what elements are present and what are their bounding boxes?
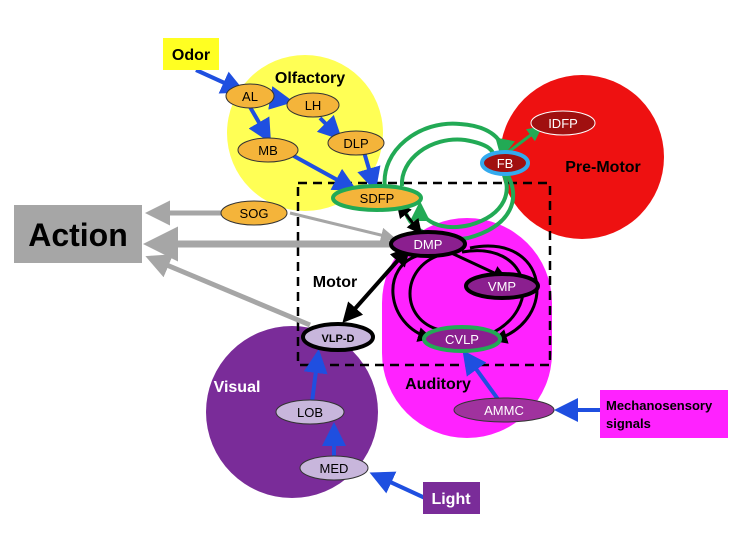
node-dmp-label: DMP <box>414 237 443 252</box>
node-ammc-label: AMMC <box>484 403 524 418</box>
light-label: Light <box>431 491 471 508</box>
node-sdfp <box>331 184 423 212</box>
action-arrows <box>143 200 396 328</box>
motor-region-box <box>296 181 552 367</box>
node-mb <box>237 137 299 163</box>
action-label: Action <box>28 217 128 253</box>
node-sog-label: SOG <box>240 206 269 221</box>
sdfp-dmp-arrow <box>396 202 422 235</box>
fb-sdfp-loop <box>382 121 516 242</box>
node-idfp <box>530 110 596 136</box>
dmp-vlpd-arrow <box>342 246 411 323</box>
premotor-label: Pre-Motor <box>565 159 641 176</box>
visual-label: Visual <box>214 379 261 396</box>
auditory-label: Auditory <box>405 376 471 393</box>
node-sdfp-label: SDFP <box>360 191 395 206</box>
mechanosensory-label-line2: signals <box>606 416 651 431</box>
odor-box <box>163 38 219 70</box>
motor-label: Motor <box>313 274 357 291</box>
node-al-label: AL <box>242 89 258 104</box>
node-vlpd <box>301 322 375 352</box>
node-mb-label: MB <box>258 143 278 158</box>
node-dlp-label: DLP <box>343 136 368 151</box>
node-vmp <box>464 272 540 300</box>
node-vlpd-label: VLP-D <box>322 333 355 345</box>
node-fb <box>480 150 530 176</box>
fb-idfp-arrow <box>506 126 543 155</box>
node-ammc <box>453 397 555 423</box>
node-cvlp-label: CVLP <box>445 332 479 347</box>
action-box <box>14 205 142 263</box>
node-med-label: MED <box>320 461 349 476</box>
node-sog <box>220 200 288 226</box>
node-med <box>299 455 369 481</box>
blue-arrows <box>195 68 600 500</box>
node-lh-label: LH <box>305 98 322 113</box>
node-lh <box>286 92 340 118</box>
node-dlp <box>327 130 385 156</box>
node-idfp-label: IDFP <box>548 116 578 131</box>
node-lob-label: LOB <box>297 405 323 420</box>
node-vmp-label: VMP <box>488 279 516 294</box>
node-cvlp <box>422 325 502 353</box>
mechanosensory-label-line1: Mechanosensory <box>606 398 713 413</box>
node-lob <box>275 399 345 425</box>
mechanosensory-box <box>600 390 728 438</box>
odor-label: Odor <box>172 47 210 64</box>
node-fb-label: FB <box>497 156 514 171</box>
node-al <box>225 83 275 109</box>
node-dmp <box>389 230 467 258</box>
olfactory-label: Olfactory <box>275 70 345 87</box>
light-box <box>423 482 480 514</box>
